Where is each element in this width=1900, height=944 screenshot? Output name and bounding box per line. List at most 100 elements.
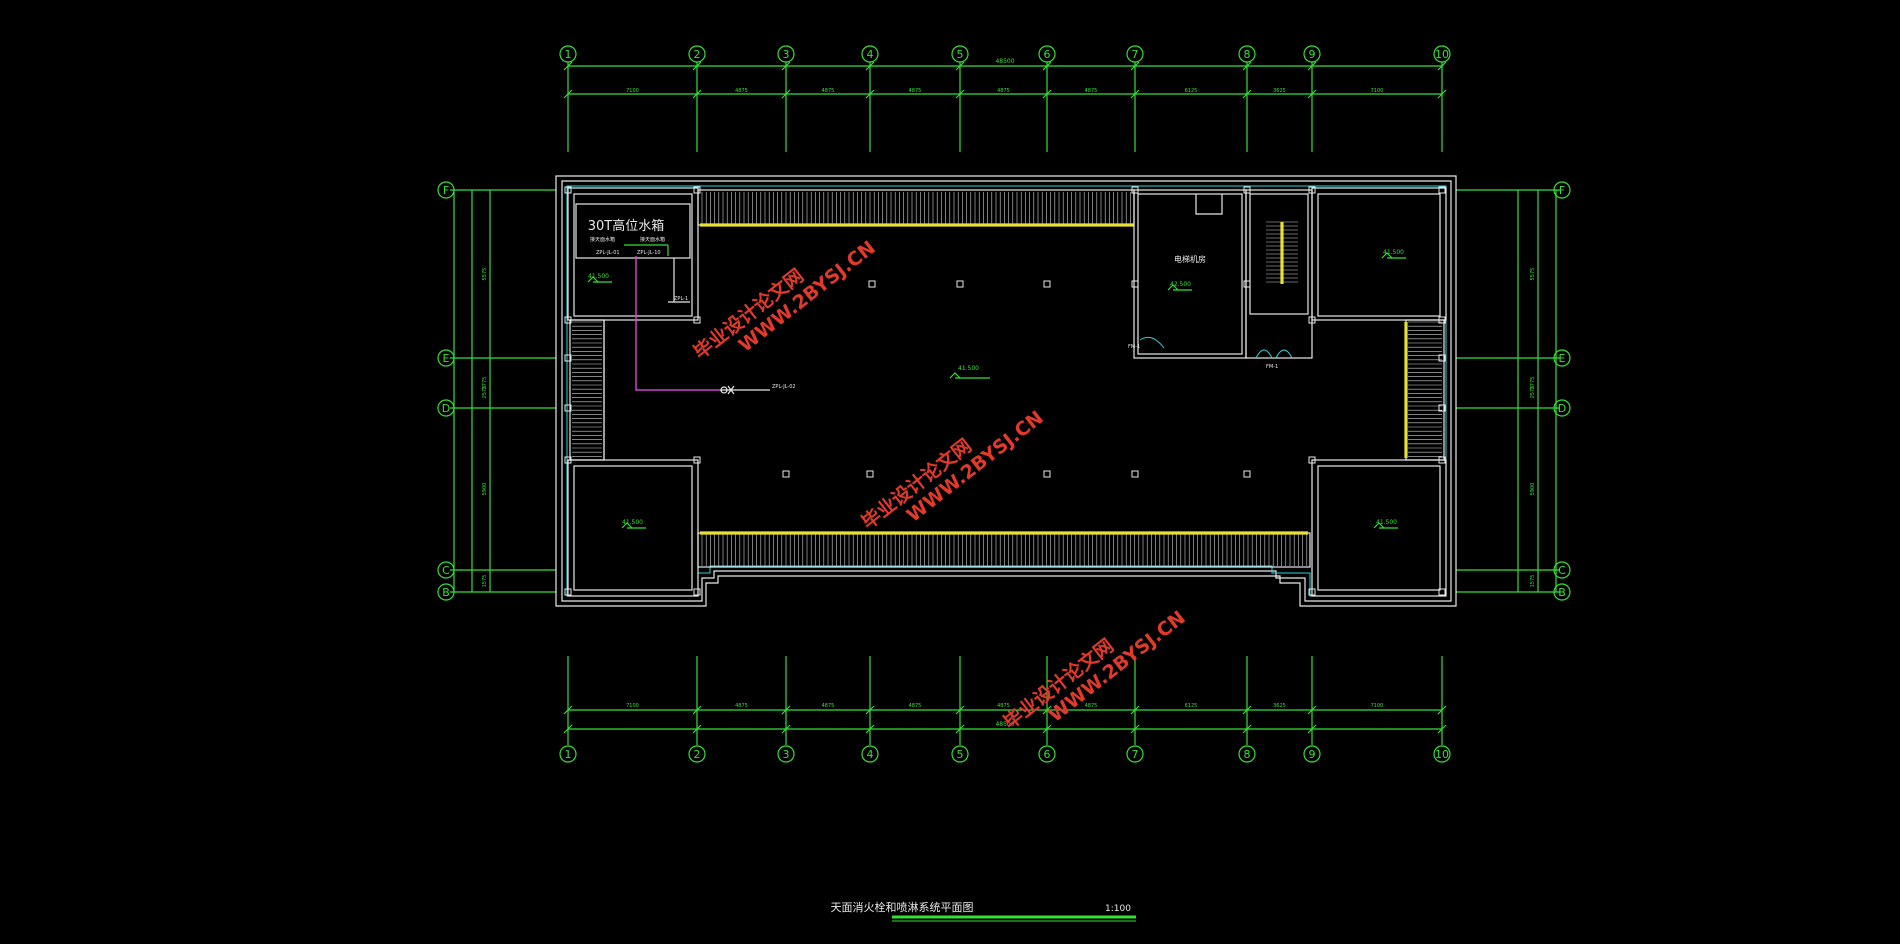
tank-note-right: 接天面水箱	[640, 236, 665, 243]
elevation-tr: 41.500	[1383, 249, 1404, 256]
top-axis-bubble-9: 9	[1303, 45, 1321, 63]
bottom-span-dimension: 7100	[626, 703, 639, 709]
elevation-roof: 41.500	[958, 365, 979, 372]
right-axis-bubble-E: E	[1553, 349, 1571, 367]
bottom-axis-bubble-2: 2	[688, 745, 706, 763]
right-side-dimension: 1575	[1530, 575, 1536, 588]
right-side-dimension: 5575	[1530, 268, 1536, 281]
side-axis-label: C	[442, 564, 450, 577]
left-side-dimension: 2575	[482, 386, 488, 399]
top-span-dimension: 7100	[1371, 88, 1384, 94]
top-axis-label: 6	[1044, 48, 1051, 61]
elevation-bl: 41.500	[622, 519, 643, 526]
side-axis-label: E	[1559, 352, 1566, 365]
bottom-span-dimension: 6125	[1185, 703, 1198, 709]
top-axis-label: 10	[1435, 48, 1449, 61]
bottom-axis-label: 5	[957, 748, 964, 761]
parapet-bottom	[697, 531, 1311, 568]
bottom-axis-bubble-6: 6	[1038, 745, 1056, 763]
stair-core	[1245, 189, 1313, 359]
left-side-dimension: 1575	[482, 575, 488, 588]
door-label-a: FM-1	[1128, 344, 1140, 350]
bottom-axis-bubble-10: 10	[1433, 745, 1451, 763]
bottom-span-dimension: 4875	[997, 703, 1010, 709]
right-axis-bubble-D: D	[1553, 399, 1571, 417]
overall-dimension-top: 48500	[995, 58, 1014, 65]
top-axis-bubble-4: 4	[861, 45, 879, 63]
bottom-axis-bubble-1: 1	[559, 745, 577, 763]
side-axis-label: C	[1558, 564, 1566, 577]
top-axis-bubble-3: 3	[777, 45, 795, 63]
left-side-dimension: 5575	[482, 268, 488, 281]
bottom-axis-label: 7	[1132, 748, 1139, 761]
left-axis-bubble-B: B	[437, 583, 455, 601]
door-label-b: FM-1	[1266, 364, 1278, 370]
corner-room-top-right	[1311, 187, 1447, 321]
top-axis-bubble-7: 7	[1126, 45, 1144, 63]
elevator-machine-room-label: 电梯机房	[1174, 254, 1206, 264]
right-axis-bubble-F: F	[1553, 181, 1571, 199]
bottom-axis-bubble-9: 9	[1303, 745, 1321, 763]
overall-dimension-bottom: 48500	[995, 721, 1014, 728]
right-axis-bubble-B: B	[1553, 583, 1571, 601]
drawing-scale: 1:100	[1105, 904, 1131, 914]
left-axis-bubble-C: C	[437, 561, 455, 579]
left-axis-bubble-F: F	[437, 181, 455, 199]
riser-label: ZPL-1	[674, 296, 688, 302]
bottom-dimension-lines	[563, 656, 1447, 745]
tank-pipe-left-label: ZPL-JL-01	[596, 250, 620, 256]
top-span-dimension: 6125	[1185, 88, 1198, 94]
top-axis-label: 5	[957, 48, 964, 61]
top-axis-bubble-1: 1	[559, 45, 577, 63]
bottom-axis-bubble-7: 7	[1126, 745, 1144, 763]
right-side-dimension: 2575	[1530, 386, 1536, 399]
building-outline	[555, 175, 1457, 607]
right-side-dimension: 2775	[1530, 377, 1536, 390]
bottom-axis-label: 6	[1044, 748, 1051, 761]
bottom-axis-label: 1	[565, 748, 572, 761]
top-axis-bubble-5: 5	[951, 45, 969, 63]
bottom-axis-label: 9	[1309, 748, 1316, 761]
top-span-dimension: 4875	[1085, 88, 1098, 94]
top-span-dimension: 4875	[735, 88, 748, 94]
left-axis-bubble-E: E	[437, 349, 455, 367]
bottom-span-dimension: 3625	[1273, 703, 1286, 709]
top-axis-bubble-6: 6	[1038, 45, 1056, 63]
bottom-span-dimension: 4875	[735, 703, 748, 709]
top-axis-label: 8	[1244, 48, 1251, 61]
top-axis-label: 2	[694, 48, 701, 61]
roof-drains	[782, 280, 1251, 478]
watermark-1: 毕业设计论文网 WWW.2BYSJ.CN	[689, 237, 880, 364]
bottom-axis-label: 10	[1435, 748, 1449, 761]
corner-room-bottom-right	[1311, 459, 1447, 597]
top-axis-bubble-2: 2	[688, 45, 706, 63]
right-axis-bubble-C: C	[1553, 561, 1571, 579]
left-side-dimension: 5900	[482, 483, 488, 496]
right-side-dimension: 5900	[1530, 483, 1536, 496]
parapet-right	[1404, 319, 1445, 461]
left-dimension-lines	[453, 190, 491, 592]
drawing-title: 天面消火栓和喷淋系统平面图	[831, 900, 974, 914]
top-axis-bubble-10: 10	[1433, 45, 1451, 63]
valve-label: ZPL-JL-02	[772, 384, 796, 390]
side-axis-label: B	[1558, 586, 1566, 599]
parapet-top	[697, 189, 1135, 227]
top-dimension-lines	[563, 61, 1447, 152]
bottom-axis-bubble-4: 4	[861, 745, 879, 763]
top-axis-label: 7	[1132, 48, 1139, 61]
bottom-axis-label: 4	[867, 748, 874, 761]
tank-note-left: 接天面水箱	[590, 236, 615, 243]
side-axis-label: F	[1559, 184, 1565, 197]
elevation-machine-room: 42.500	[1170, 281, 1191, 288]
bottom-axis-bubble-3: 3	[777, 745, 795, 763]
corner-room-bottom-left	[567, 459, 699, 597]
water-tank-room	[567, 187, 699, 321]
elevator-machine-room	[1133, 189, 1247, 359]
top-span-dimension: 4875	[909, 88, 922, 94]
bottom-axis-bubble-8: 8	[1238, 745, 1256, 763]
elevation-br: 41.500	[1376, 519, 1397, 526]
elevation-tl: 41.500	[588, 273, 609, 280]
side-axis-label: D	[442, 402, 450, 415]
top-span-dimension: 4875	[822, 88, 835, 94]
